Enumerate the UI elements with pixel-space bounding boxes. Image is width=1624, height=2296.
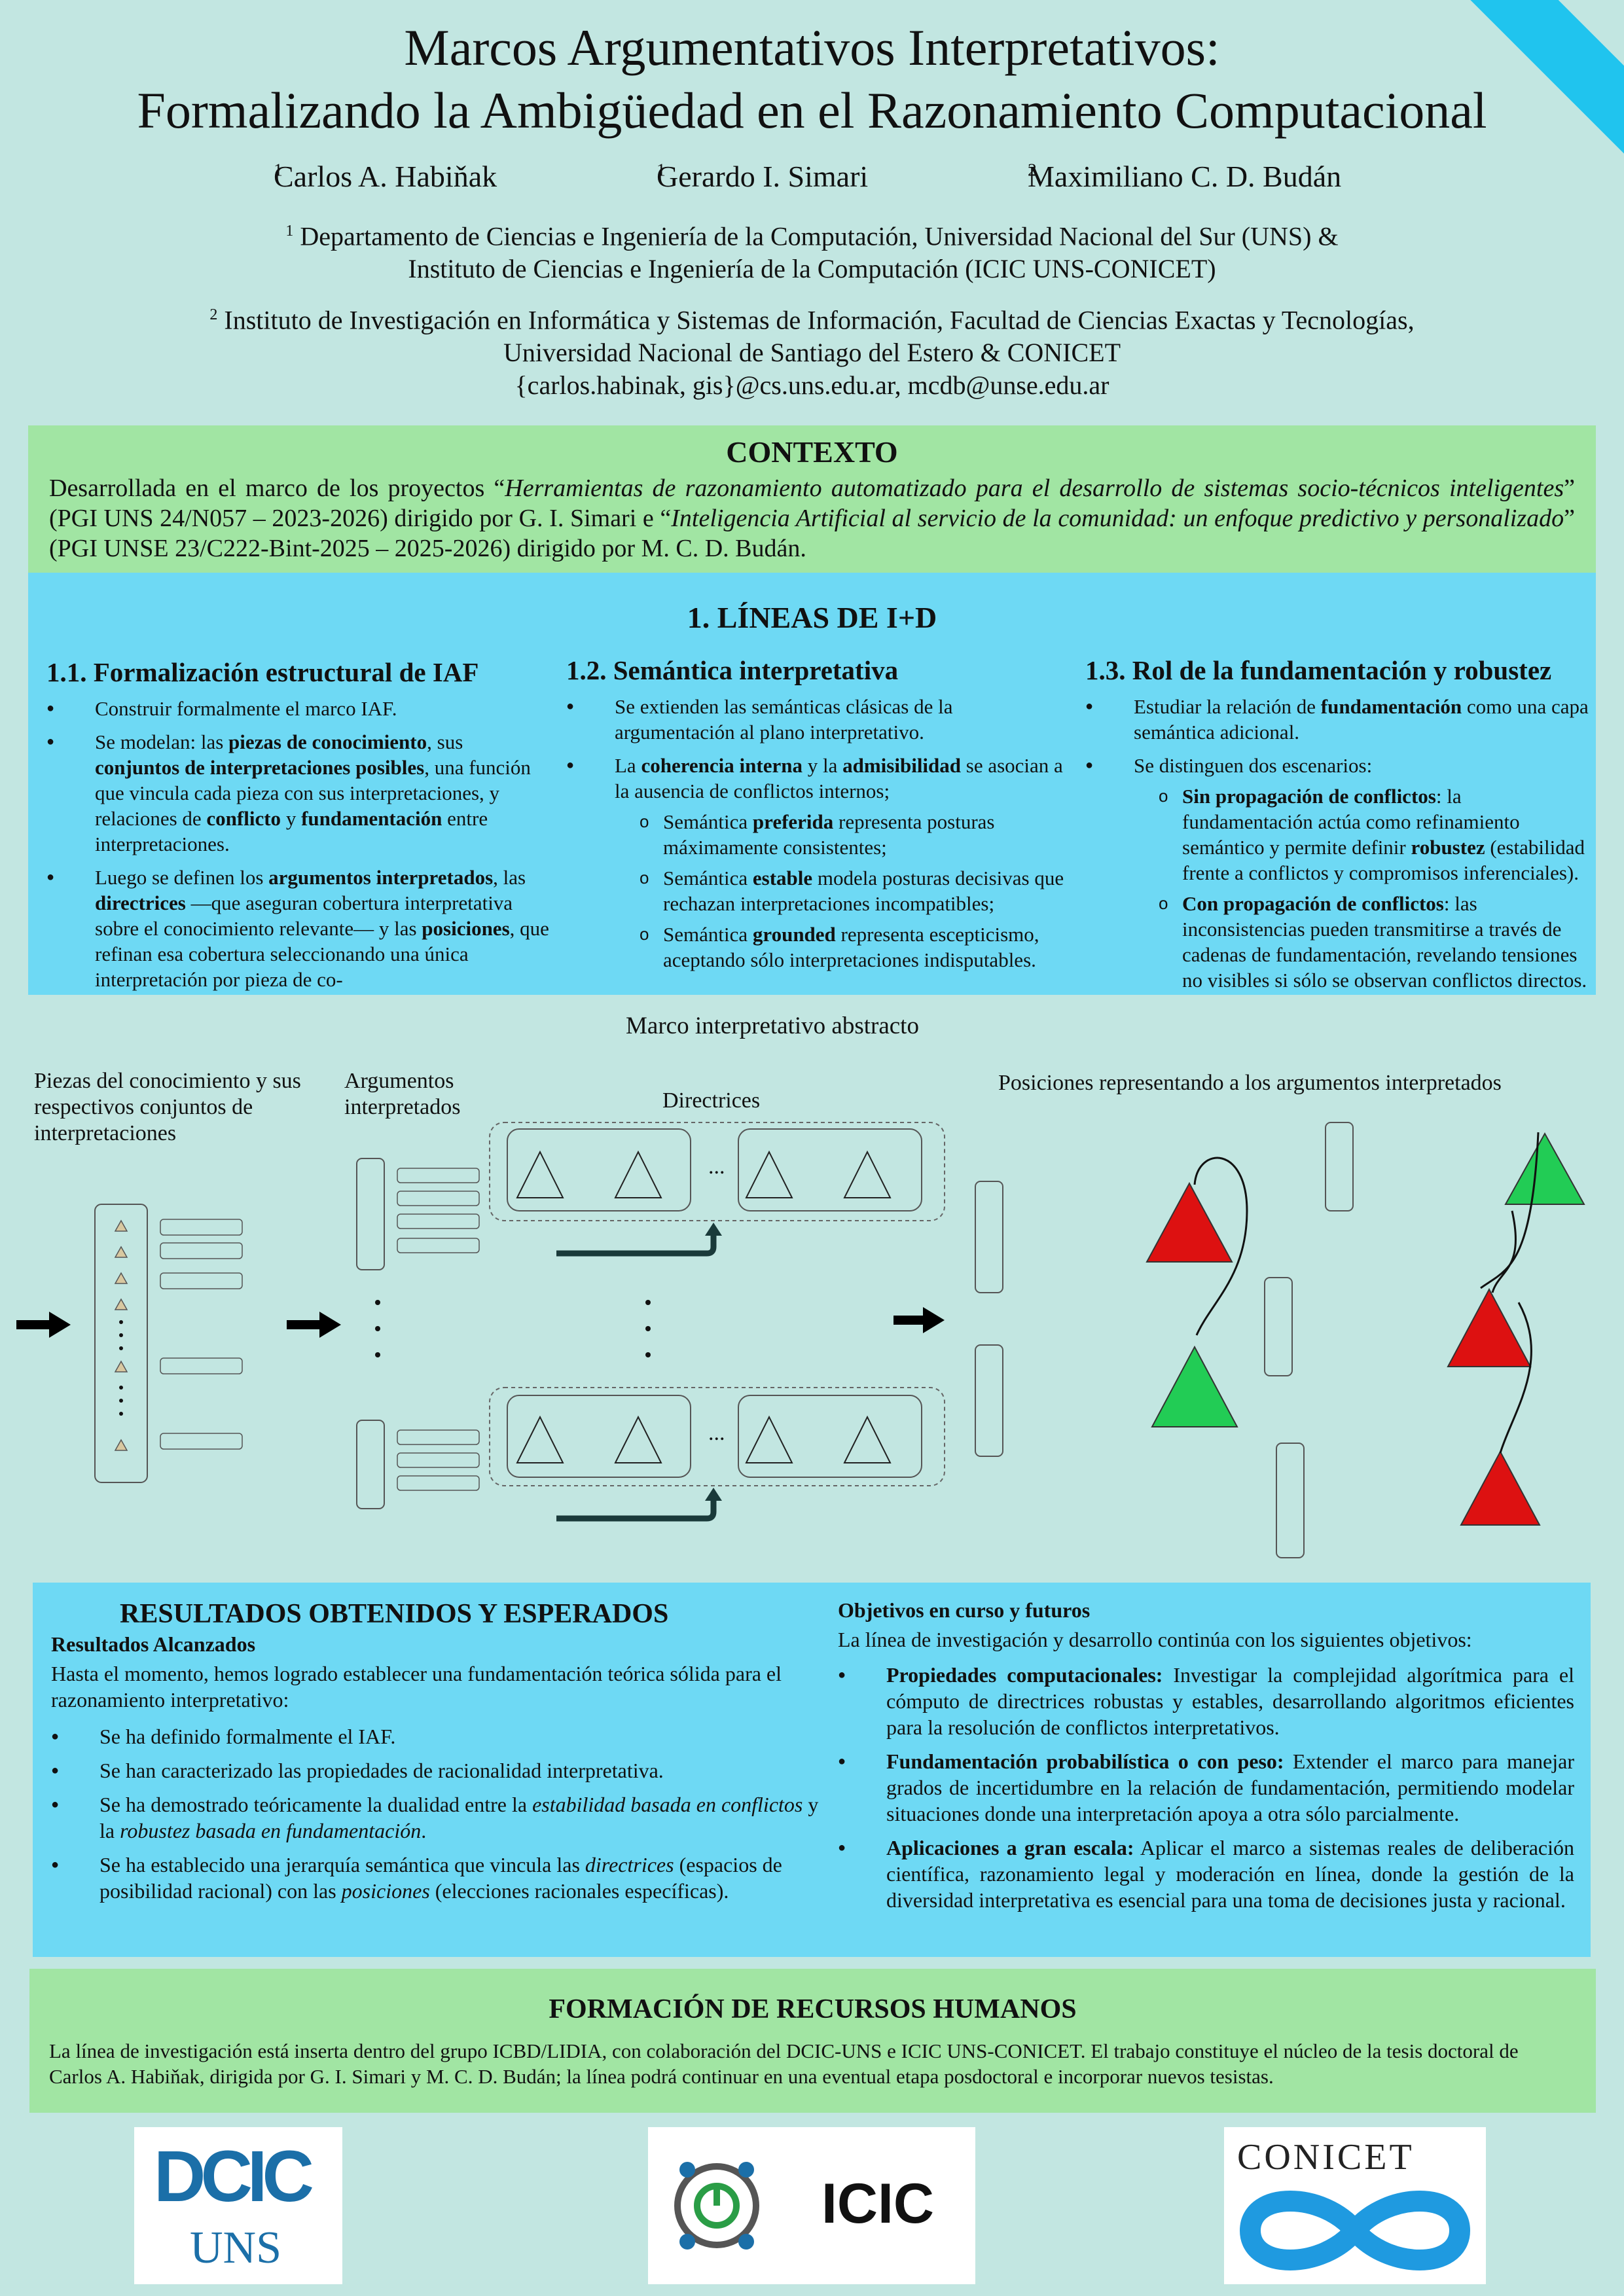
lineas-heading: 1. LÍNEAS DE I+D <box>687 601 937 634</box>
col1-bullet-1: Construir formalmente el marco IAF. <box>46 696 550 721</box>
col2-title: 1.2. Semántica interpretativa <box>566 655 899 685</box>
ellipsis-top: ... <box>708 1155 725 1179</box>
obj-3: Aplicaciones a gran escala: Aplicar el m… <box>838 1835 1574 1913</box>
col2-bullet-1: Se extienden las semánticas clásicas de … <box>566 694 1070 745</box>
col1-bullet-3: Luego se definen los argumentos interpre… <box>46 865 550 992</box>
objetivos-heading: Objetivos en curso y futuros <box>838 1598 1091 1622</box>
obj-1: Propiedades computacionales: Investigar … <box>838 1662 1574 1740</box>
formacion-text: La línea de investigación está inserta d… <box>49 2039 1519 2088</box>
col2-sub-1: Semántica preferida representa posturas … <box>615 809 1070 860</box>
diagram-section: Marco interpretativo abstracto Piezas de… <box>0 995 1624 1571</box>
dcic-logo: DCIC UNS <box>134 2127 342 2284</box>
col3-bullet-2: Se distinguen dos escenarios: Sin propag… <box>1085 753 1589 993</box>
lineas-col-3: 1.3. Rol de la fundamentación y robustez… <box>1085 655 1589 1001</box>
label-positions: Posiciones representando a los argumento… <box>998 1071 1502 1095</box>
label-arguments: Argumentos interpretados <box>344 1069 461 1119</box>
emails: {carlos.habinak, gis}@cs.uns.edu.ar, mcd… <box>514 370 1110 401</box>
objetivos: Objetivos en curso y futuros La línea de… <box>838 1598 1574 1921</box>
col1-bullet-2: Se modelan: las piezas de conocimiento, … <box>46 729 550 857</box>
formacion-heading: FORMACIÓN DE RECURSOS HUMANOS <box>549 1994 1077 2024</box>
label-pieces: Piezas del conocimiento y sus respectivo… <box>34 1069 301 1145</box>
res-bullet-3: Se ha demostrado teóricamente la dualida… <box>51 1791 827 1844</box>
col2-bullet-2: La coherencia interna y la admisibilidad… <box>566 753 1070 973</box>
contexto-section: CONTEXTO Desarrollada en el marco de los… <box>28 425 1596 573</box>
col3-title: 1.3. Rol de la fundamentación y robustez <box>1085 655 1552 685</box>
conicet-infinity-icon <box>1239 2191 1471 2270</box>
obj-2: Fundamentación probabilística o con peso… <box>838 1748 1574 1827</box>
col3-sub-2: Con propagación de conflictos: las incon… <box>1134 891 1589 993</box>
conicet-logo: CONICET <box>1224 2127 1486 2284</box>
col3-bullet-1: Estudiar la relación de fundamentación c… <box>1085 694 1589 745</box>
res-bullet-1: Se ha definido formalmente el IAF. <box>51 1723 827 1749</box>
resultados-sub: Resultados Alcanzados <box>51 1632 256 1656</box>
resultados-intro: Hasta el momento, hemos logrado establec… <box>51 1662 782 1712</box>
lineas-col-1: 1.1. Formalización estructural de IAF Co… <box>46 656 550 1000</box>
icic-logo: ICIC <box>648 2127 975 2284</box>
res-bullet-4: Se ha establecido una jerarquía semántic… <box>51 1852 827 1904</box>
arrow-icon <box>16 1307 945 1338</box>
resultados-section: RESULTADOS OBTENIDOS Y ESPERADOS Resulta… <box>33 1583 1591 1957</box>
contexto-heading: CONTEXTO <box>726 435 898 469</box>
res-bullet-2: Se han caracterizado las propiedades de … <box>51 1757 827 1784</box>
title-line-1: Marcos Argumentativos Interpretativos: <box>404 19 1220 76</box>
ellipsis-bottom: ... <box>708 1421 725 1445</box>
title-line-2: Formalizando la Ambigüedad en el Razonam… <box>137 82 1487 139</box>
resultados-heading: RESULTADOS OBTENIDOS Y ESPERADOS <box>120 1599 669 1629</box>
col1-title: 1.1. Formalización estructural de IAF <box>46 657 479 687</box>
lineas-col-2: 1.2. Semántica interpretativa Se extiend… <box>566 655 1070 980</box>
contexto-text: Desarrollada en el marco de los proyecto… <box>49 475 1575 562</box>
affiliation-1: 1 Departamento de Ciencias e Ingeniería … <box>285 221 1339 284</box>
formacion-section: FORMACIÓN DE RECURSOS HUMANOS La línea d… <box>29 1969 1596 2113</box>
diagram-graphic <box>16 1122 1585 1558</box>
affiliation-2: 2 Instituto de Investigación en Informát… <box>0 298 1624 402</box>
resultados-left: RESULTADOS OBTENIDOS Y ESPERADOS Resulta… <box>51 1598 827 1912</box>
objetivos-intro: La línea de investigación y desarrollo c… <box>838 1628 1472 1651</box>
lineas-section: 1. LÍNEAS DE I+D 1.1. Formalización estr… <box>28 573 1596 995</box>
diagram-title: Marco interpretativo abstracto <box>626 1013 919 1039</box>
col3-sub-1: Sin propagación de conflictos: la fundam… <box>1134 783 1589 886</box>
col2-sub-3: Semántica grounded representa escepticis… <box>615 922 1070 973</box>
label-directrices: Directrices <box>662 1088 761 1113</box>
icic-power-icon <box>674 2162 759 2250</box>
col2-sub-2: Semántica estable modela posturas decisi… <box>615 865 1070 916</box>
